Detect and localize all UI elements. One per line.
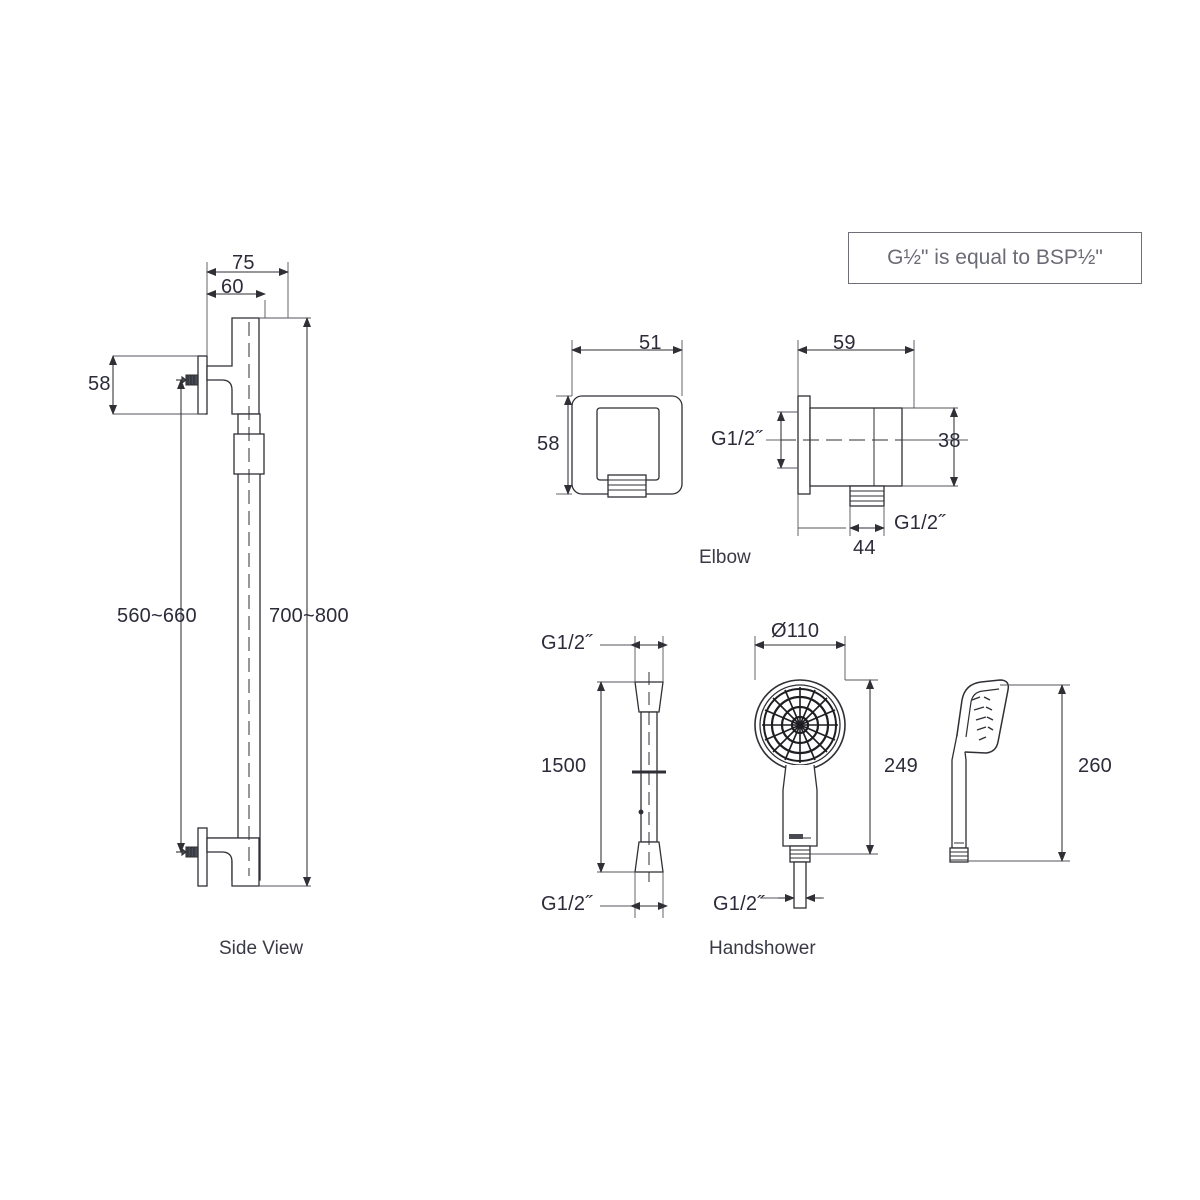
thread-icon-handshower-side [949, 847, 969, 863]
dim-hose-bottom-thread: G1/2˝ [541, 893, 593, 915]
hose-view [597, 636, 668, 918]
thread-icon-elbow-front [607, 474, 647, 498]
dim-side-bracket-height: 58 [88, 373, 111, 395]
handshower-front-view [754, 636, 878, 909]
dim-hose-top-thread: G1/2˝ [541, 632, 593, 654]
side-view-rail-assembly [109, 262, 311, 887]
elbow-side-view [766, 340, 968, 536]
dim-rail-length: 700~800 [269, 605, 349, 627]
dim-elbow-side-width: 59 [833, 332, 856, 354]
note-text: G½" is equal to BSP½" [887, 246, 1103, 269]
thread-icon-elbow-side [849, 485, 885, 507]
dim-side-width-inner: 60 [221, 276, 244, 298]
note-box: G½" is equal to BSP½" [848, 232, 1142, 284]
caption-handshower: Handshower [709, 938, 816, 959]
dim-handshower-inlet-thread: G1/2˝ [713, 893, 765, 915]
caption-elbow: Elbow [699, 547, 751, 568]
elbow-front-view [556, 340, 683, 498]
dim-head-diameter: Ø110 [771, 620, 820, 642]
dim-elbow-side-height: 38 [938, 430, 961, 452]
spray-face-icon [762, 687, 838, 763]
dim-elbow-front-height: 58 [537, 433, 560, 455]
dim-elbow-offset: 44 [853, 537, 876, 559]
screw-icon-bottom [176, 846, 199, 858]
handshower-side-view [949, 679, 1070, 863]
dim-rail-travel: 560~660 [117, 605, 197, 627]
thread-icon-handshower [789, 845, 811, 863]
caption-side-view: Side View [219, 938, 304, 959]
dim-elbow-front-width: 51 [639, 332, 662, 354]
screw-icon-top [176, 374, 199, 386]
dim-elbow-inlet-thread: G1/2˝ [711, 428, 763, 450]
dim-handshower-front-height: 249 [884, 755, 918, 777]
dim-handshower-side-height: 260 [1078, 755, 1112, 777]
dim-hose-length: 1500 [541, 755, 587, 777]
dim-elbow-outlet-thread: G1/2˝ [894, 512, 946, 534]
dim-side-width-outer: 75 [232, 252, 255, 274]
